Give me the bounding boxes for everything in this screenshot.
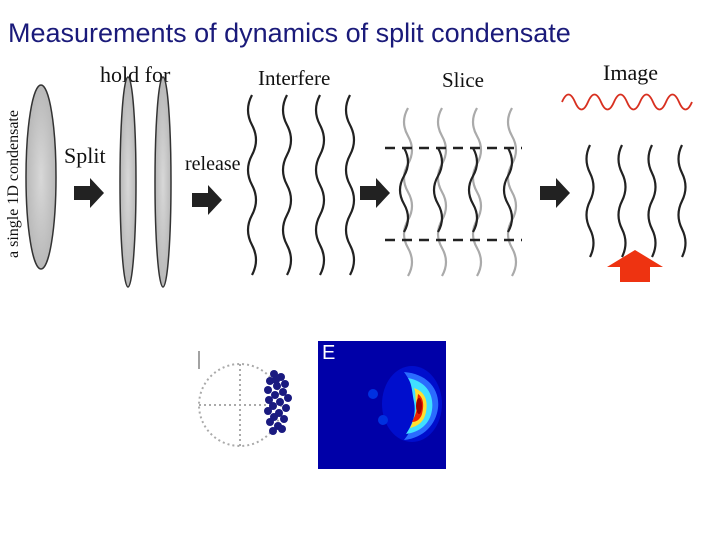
imaged-fringes: [587, 145, 686, 257]
right-arrow-3: [360, 178, 390, 208]
phase-dot: [266, 418, 274, 426]
right-arrow-1: [74, 178, 104, 208]
fringe: [473, 108, 481, 276]
image-sine-wave: [562, 95, 692, 110]
phase-dot: [281, 380, 289, 388]
fringe: [346, 95, 354, 275]
phase-dot: [282, 404, 290, 412]
fringe: [508, 108, 516, 276]
sliced-fringes: [404, 108, 516, 276]
heatmap: [318, 341, 446, 469]
phase-dot: [278, 425, 286, 433]
interference-fringes: [248, 95, 354, 275]
phase-dot: [264, 407, 272, 415]
sliced-fringe-segments: [400, 148, 512, 232]
fringe: [283, 95, 291, 275]
split-condensate-right: [155, 77, 171, 287]
split-condensate-left: [120, 77, 136, 287]
single-condensate: [26, 85, 56, 269]
heatmap-peak: [416, 398, 422, 414]
fringe: [404, 108, 412, 276]
fringe: [248, 95, 256, 275]
phase-polar-plot: [199, 351, 292, 446]
heatmap-tag: E: [322, 342, 335, 365]
phase-dot: [276, 398, 284, 406]
phase-dot: [264, 386, 272, 394]
up-arrow: [607, 250, 663, 282]
right-arrow-2: [192, 185, 222, 215]
phase-dot: [284, 394, 292, 402]
phase-dot: [272, 376, 280, 384]
fringe: [619, 145, 626, 257]
heatmap-speck: [378, 415, 388, 425]
right-arrow-4: [540, 178, 570, 208]
heatmap-speck: [368, 389, 378, 399]
fringe: [438, 108, 446, 276]
fringe: [316, 95, 324, 275]
phase-dots: [264, 370, 292, 435]
fringe: [587, 145, 594, 257]
phase-dot: [269, 427, 277, 435]
fringe: [649, 145, 656, 257]
phase-dot: [280, 415, 288, 423]
fringe: [679, 145, 686, 257]
